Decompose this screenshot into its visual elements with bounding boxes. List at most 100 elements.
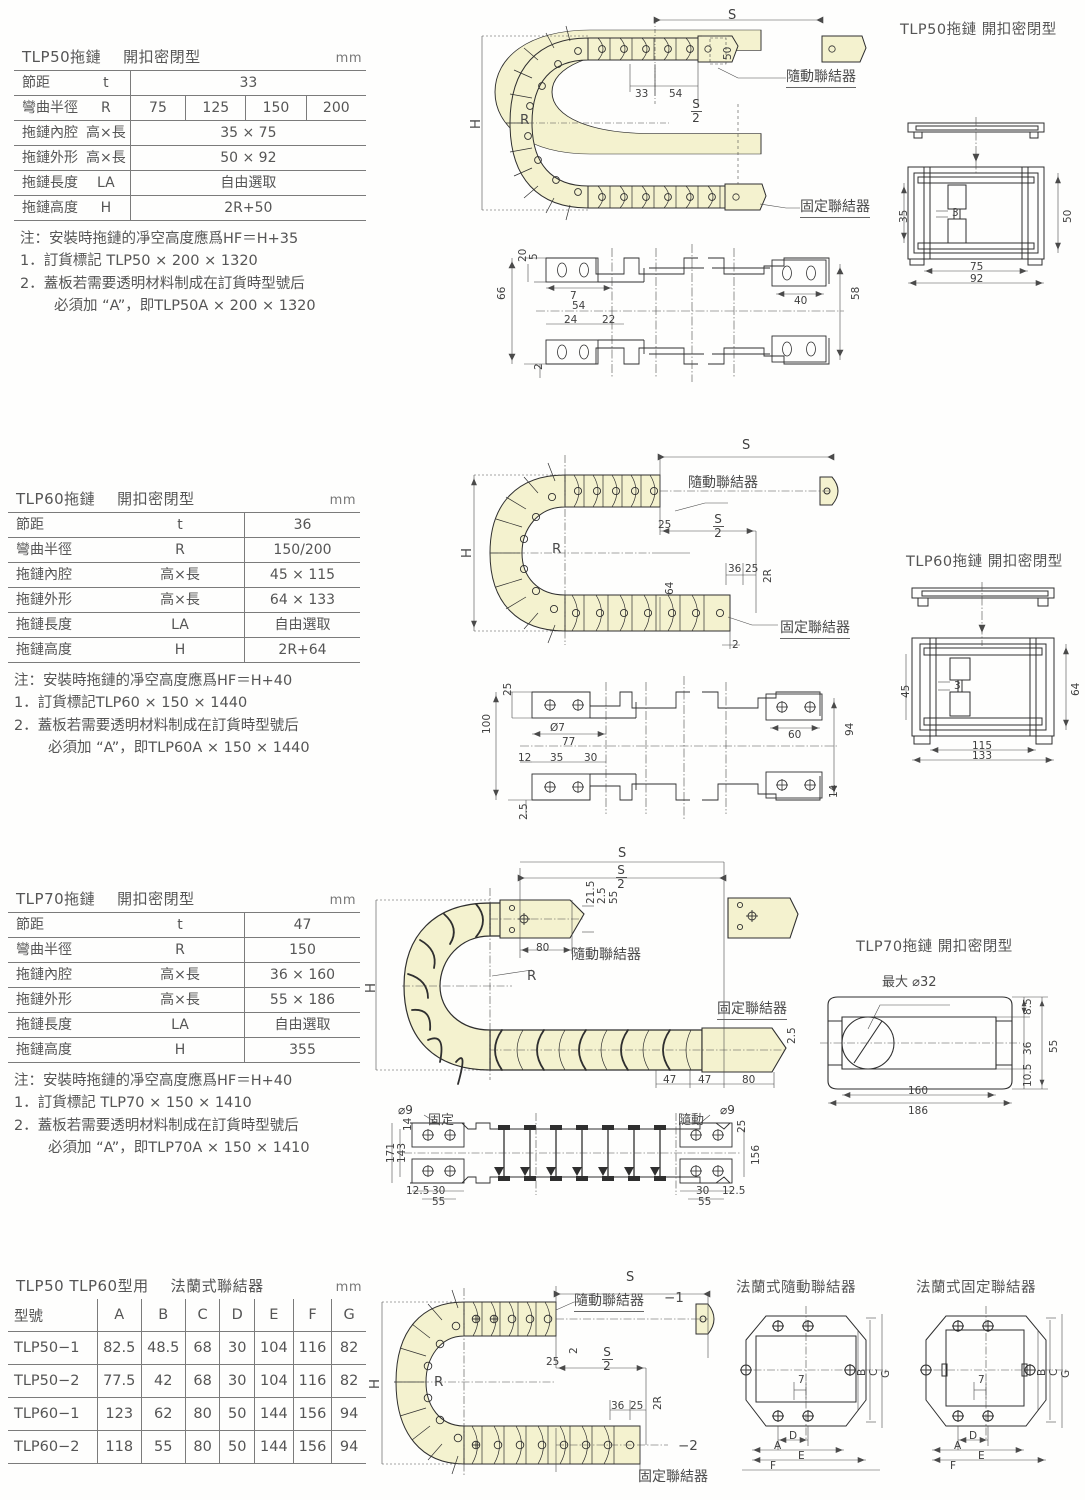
row-value: 64 × 133 bbox=[244, 587, 360, 613]
col-header-f: F bbox=[292, 1299, 333, 1332]
table-row: TLP50−1 82.5 48.5 68 30 104 116 82 bbox=[8, 1331, 366, 1365]
row-label: 拖鏈外形 bbox=[14, 145, 82, 171]
dim-133: 133 bbox=[972, 750, 993, 762]
row-symbol: 高×長 bbox=[116, 962, 245, 988]
row-value-r125: 125 bbox=[185, 95, 246, 121]
cell-f: 156 bbox=[292, 1430, 333, 1464]
dim-F: F bbox=[950, 1460, 957, 1472]
dim-3: 3 bbox=[952, 207, 959, 219]
cell-a: 77.5 bbox=[96, 1364, 142, 1398]
dim-60: 60 bbox=[788, 729, 802, 741]
dim-12p5: 12.5 bbox=[406, 1185, 430, 1197]
cell-model: TLP60−1 bbox=[8, 1397, 98, 1431]
note-line: 1．訂貨標記TLP60 × 150 × 1440 bbox=[14, 695, 248, 712]
label-moving-connector: 隨動聯結器 bbox=[688, 475, 758, 491]
row-value: 36 × 160 bbox=[244, 962, 360, 988]
dim-inner-35: 35 bbox=[898, 209, 910, 223]
spec-block-tlp50: TLP50拖鏈 開扣密閉型 mm 節距 t 33 彎曲半徑 R 75 125 1… bbox=[14, 46, 366, 318]
spec-block-tlp70: TLP70拖鏈 開扣密閉型 mm 節距 t 47 彎曲半徑 R 150 拖鏈內腔… bbox=[8, 888, 360, 1160]
notes-tlp50: 注：安裝時拖鏈的凈空高度應爲HF＝H+35 1．訂貨標記 TLP50 × 200… bbox=[14, 221, 366, 318]
notes-tlp70: 注：安裝時拖鏈的凈空高度應爲HF＝H+40 1．訂貨標記 TLP70 × 150… bbox=[8, 1063, 360, 1160]
row-symbol: LA bbox=[82, 170, 131, 196]
dim-35: 35 bbox=[550, 752, 564, 764]
dim-B: B bbox=[1036, 1368, 1048, 1376]
spec-title-flange: TLP50 TLP60型用 法蘭式聯結器 mm bbox=[8, 1275, 366, 1299]
row-value: 55 × 186 bbox=[244, 987, 360, 1013]
half-stroke-denominator: 2 bbox=[617, 876, 625, 891]
cell-a: 82.5 bbox=[96, 1331, 142, 1365]
cell-g: 82 bbox=[331, 1331, 366, 1365]
dim-47a: 47 bbox=[663, 1074, 677, 1086]
row-label: 拖鏈外形 bbox=[8, 987, 116, 1013]
row-symbol: LA bbox=[116, 612, 245, 638]
dim-outer-64: 64 bbox=[1070, 682, 1082, 696]
label-fixed-short: 固定 bbox=[428, 1113, 455, 1128]
row-label: 拖鏈內腔 bbox=[14, 120, 82, 146]
table-row: 拖鏈高度 H 2R+50 bbox=[14, 195, 366, 221]
row-symbol: t bbox=[116, 912, 245, 938]
label-moving-connector: 隨動聯結器 bbox=[571, 947, 641, 963]
dim-2: 2 bbox=[533, 363, 545, 370]
half-stroke-numerator: S bbox=[603, 1345, 611, 1359]
drawing-flange-fixed: 法蘭式固定聯結器 7 D A E F B C G bbox=[916, 1280, 1080, 1472]
dim-66: 66 bbox=[496, 286, 508, 300]
dim-55b: 55 bbox=[698, 1196, 712, 1208]
dim-25: 25 bbox=[546, 1356, 560, 1368]
row-value: 2R+50 bbox=[129, 195, 366, 221]
table-row: 拖鏈外形 高×長 55 × 186 bbox=[8, 987, 360, 1013]
cell-model: TLP50−1 bbox=[8, 1331, 98, 1365]
spec-title-tlp50: TLP50拖鏈 開扣密閉型 mm bbox=[14, 46, 366, 70]
drawing-tlp60-plan: 100 25 77 Ø7 12 35 30 2.5 60 94 14 bbox=[480, 668, 860, 823]
label-radius-r: R bbox=[527, 968, 537, 984]
spec-unit: mm bbox=[335, 51, 362, 66]
row-symbol: R bbox=[82, 95, 131, 121]
dim-2p5: 2.5 bbox=[518, 803, 530, 820]
dim-156: 156 bbox=[750, 1144, 762, 1165]
flange-table: 型號 A B C D E F G TLP50−1 82.5 48.5 68 30… bbox=[8, 1299, 366, 1464]
table-row: 節距 t 33 bbox=[14, 70, 366, 96]
cell-d: 50 bbox=[219, 1430, 256, 1464]
row-symbol: LA bbox=[116, 1012, 245, 1038]
spec-block-tlp60: TLP60拖鏈 開扣密閉型 mm 節距 t 36 彎曲半徑 R 150/200 … bbox=[8, 488, 360, 760]
dim-7: 7 bbox=[570, 290, 577, 302]
dim-47b: 47 bbox=[698, 1074, 712, 1086]
label-half-stroke: S 2 bbox=[711, 513, 725, 539]
table-row: 拖鏈內腔 高×長 35 × 75 bbox=[14, 120, 366, 146]
spec-model: TLP70拖鏈 bbox=[16, 890, 96, 908]
spec-unit: mm bbox=[335, 1280, 362, 1295]
drawing-tlp50-chain: H R S 33 54 50 S 2 隨動聯結器 固定聯結器 bbox=[468, 8, 890, 238]
dim-30: 30 bbox=[584, 752, 598, 764]
label-two-r: 2R bbox=[652, 1396, 664, 1410]
half-stroke-denominator: 2 bbox=[692, 110, 700, 125]
row-label: 彎曲半徑 bbox=[8, 937, 116, 963]
drawing-tlp70-section: TLP70拖鏈 開扣密閉型 最大 ⌀32 8.5 36 55 10.5 160 … bbox=[820, 939, 1060, 1117]
table-row: 彎曲半徑 R 150/200 bbox=[8, 537, 360, 563]
label-moving-connector: 隨動聯結器 bbox=[786, 66, 856, 88]
section-caption-tlp60: TLP60拖鏈 開扣密閉型 bbox=[906, 554, 1063, 570]
spec-model: TLP60拖鏈 bbox=[16, 490, 96, 508]
row-symbol: 高×長 bbox=[116, 987, 245, 1013]
half-stroke-numerator: S bbox=[714, 512, 722, 526]
row-label: 節距 bbox=[14, 70, 82, 96]
label-half-stroke: S 2 bbox=[600, 1346, 614, 1372]
dim-25b: 25 bbox=[630, 1400, 644, 1412]
label-radius-r: R bbox=[520, 112, 530, 128]
row-label: 拖鏈長度 bbox=[8, 1012, 116, 1038]
dim-40: 40 bbox=[794, 295, 808, 307]
note-line: 必須加 “A”，即TLP60A × 150 × 1440 bbox=[48, 740, 310, 757]
half-stroke-denominator: 2 bbox=[714, 525, 722, 540]
row-value-r150: 150 bbox=[245, 95, 307, 121]
label-height-h: H bbox=[363, 982, 380, 994]
table-header-row: 型號 A B C D E F G bbox=[8, 1299, 366, 1332]
caption-flange-fixed: 法蘭式固定聯結器 bbox=[916, 1280, 1036, 1296]
table-row: 拖鏈外形 高×長 50 × 92 bbox=[14, 145, 366, 171]
table-row: 節距 t 36 bbox=[8, 512, 360, 538]
cell-c: 68 bbox=[184, 1331, 221, 1365]
label-height-h: H bbox=[459, 547, 476, 559]
flange-title-a: TLP50 TLP60型用 bbox=[16, 1277, 149, 1295]
note-line: 注：安裝時拖鏈的凈空高度應爲HF＝H+40 bbox=[14, 673, 293, 689]
col-header-e: E bbox=[254, 1299, 294, 1332]
row-label: 節距 bbox=[8, 512, 116, 538]
col-header-c: C bbox=[184, 1299, 221, 1332]
dim-3: 3 bbox=[954, 680, 961, 692]
